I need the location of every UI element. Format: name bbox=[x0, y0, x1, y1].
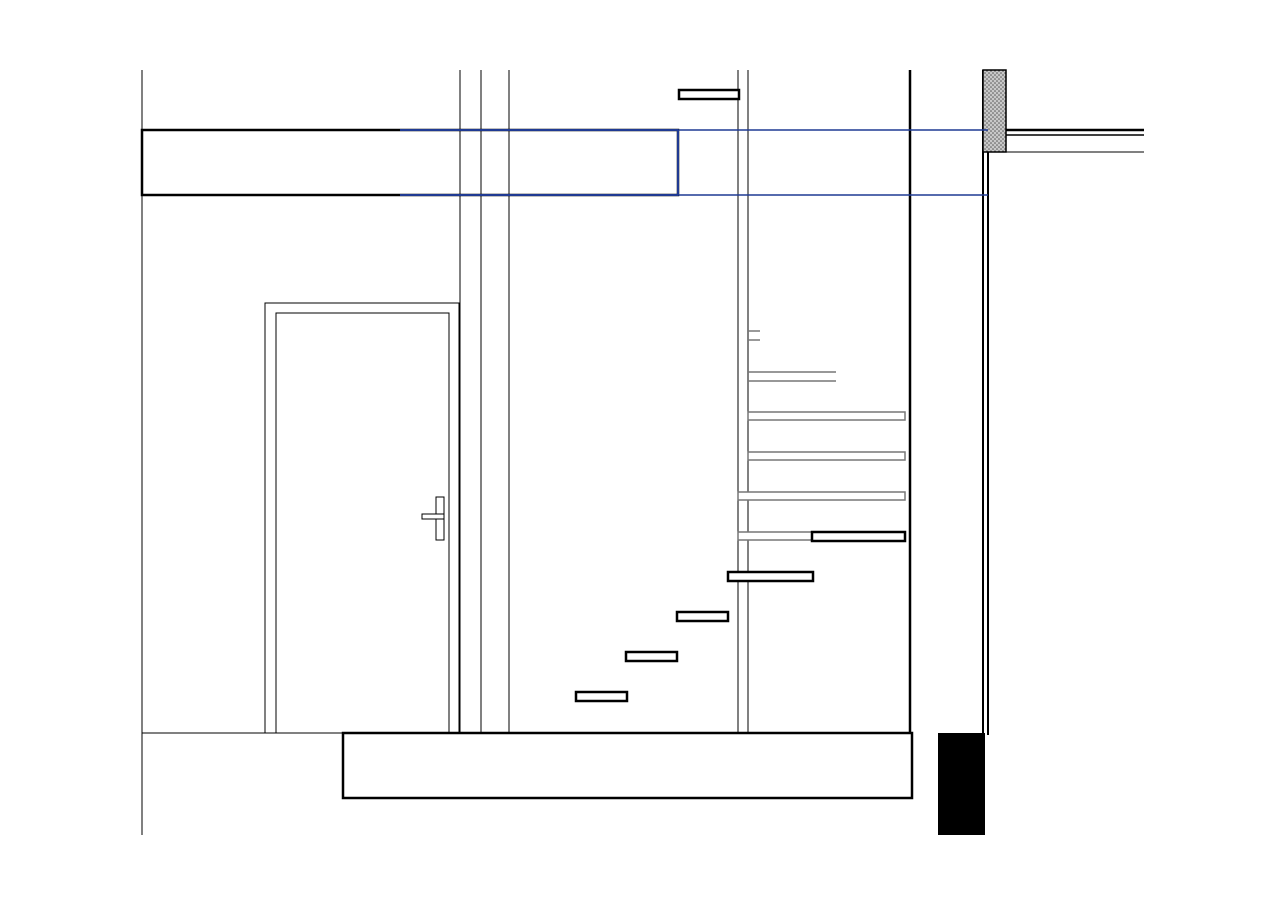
door bbox=[264, 302, 460, 734]
stair-tread bbox=[675, 610, 730, 623]
stair-tread bbox=[624, 650, 679, 663]
ghost-treads bbox=[737, 330, 906, 541]
stair-tread bbox=[726, 570, 815, 583]
stair-tread bbox=[574, 690, 629, 703]
floor-slab bbox=[341, 731, 914, 800]
partition-lines bbox=[459, 70, 749, 733]
foundation-column bbox=[938, 733, 985, 835]
hatched-wall-section bbox=[982, 69, 1007, 153]
door-leaf bbox=[275, 312, 450, 734]
stair-tread-top bbox=[677, 88, 741, 101]
right-wall bbox=[982, 69, 1007, 735]
floor-slab-right bbox=[1006, 128, 1144, 153]
upper-beam bbox=[140, 128, 988, 197]
stair-treads bbox=[574, 530, 907, 703]
stair-tread bbox=[810, 530, 907, 543]
door-handle-icon bbox=[421, 496, 445, 541]
